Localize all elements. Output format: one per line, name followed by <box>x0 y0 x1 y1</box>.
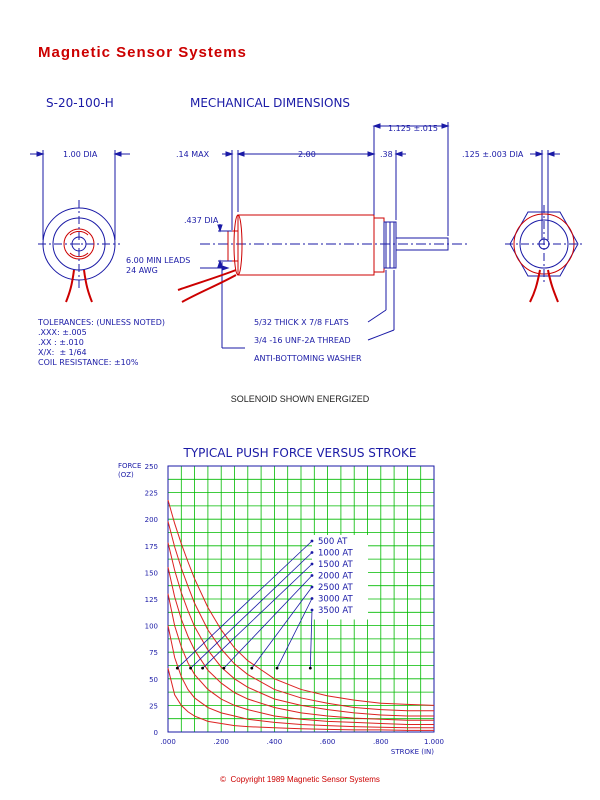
legend-leader <box>202 563 313 669</box>
dim-0437-dia: .437 DIA <box>184 216 219 225</box>
thread-spec: 3/4 -16 UNF-2A THREAD <box>254 336 351 345</box>
legend-label: 3000 AT <box>318 595 353 605</box>
dim-2-00: 2.00 <box>298 150 316 159</box>
series-marker <box>175 666 179 670</box>
legend-label: 3500 AT <box>318 606 353 616</box>
chart-title: TYPICAL PUSH FORCE VERSUS STROKE <box>183 446 417 460</box>
legend-label: 2500 AT <box>318 583 353 593</box>
part-number: S-20-100-H <box>46 96 114 110</box>
copyright-notice: © Copyright 1989 Magnetic Sensor Systems <box>220 775 380 784</box>
y-axis-label: FORCE <box>118 462 141 470</box>
legend-dot <box>310 539 314 543</box>
company-name: Magnetic Sensor Systems <box>38 44 247 61</box>
plot-frame <box>167 465 435 733</box>
series-marker <box>308 666 312 670</box>
legend-dot <box>310 562 314 566</box>
x-tick-label: 1.000 <box>424 738 444 746</box>
series-line-500-AT <box>167 668 434 731</box>
y-axis-unit: (OZ) <box>118 471 134 479</box>
y-tick-label: 75 <box>149 649 158 657</box>
series-line-1500-AT <box>167 593 434 726</box>
mechanical-drawing <box>30 122 585 349</box>
dim-1-125: 1.125 ±.015 <box>388 124 438 133</box>
dim-0125-dia: .125 ±.003 DIA <box>462 150 524 159</box>
legend-dot <box>310 574 314 577</box>
y-tick-label: 150 <box>145 569 158 577</box>
tolerances-block: TOLERANCES: (UNLESS NOTED) .XXX: ±.005 .… <box>38 318 166 367</box>
series-line-2000-AT <box>167 566 434 721</box>
y-tick-label: 0 <box>154 729 158 737</box>
legend-dot <box>310 608 314 612</box>
series-line-3500-AT <box>167 499 435 706</box>
legend-leader <box>309 609 313 669</box>
leads-gauge: 24 AWG <box>126 266 158 275</box>
legend-dot <box>310 585 314 589</box>
x-axis-label: STROKE (IN) <box>391 748 434 756</box>
series-marker <box>201 666 204 670</box>
legend-box <box>312 535 368 620</box>
dim-038: .38 <box>380 150 393 159</box>
legend-leader <box>190 552 313 669</box>
dim-1-00-dia: 1.00 DIA <box>63 150 98 159</box>
y-tick-label: 100 <box>145 623 158 631</box>
y-tick-label: 250 <box>145 463 158 471</box>
force-stroke-chart: 0 25 50 75 100 125 150 175 200 225 250 .000 .200 .400… <box>118 462 444 756</box>
y-tick-label: 200 <box>145 516 158 524</box>
y-tick-label: 225 <box>145 490 158 498</box>
x-tick-label: .600 <box>320 738 336 746</box>
x-tick-label: .800 <box>373 738 389 746</box>
leads-spec: 6.00 MIN LEADS <box>126 256 191 265</box>
legend-leader <box>223 575 313 669</box>
legend-leader <box>251 586 313 669</box>
series-marker <box>275 666 279 670</box>
flats-spec: 5/32 THICK X 7/8 FLATS <box>254 318 349 327</box>
x-tick-label: .000 <box>160 738 176 746</box>
legend-leader <box>276 598 313 669</box>
dim-014-max: .14 MAX <box>176 150 210 159</box>
legend-dot <box>310 597 314 600</box>
x-tick-label: .200 <box>213 738 229 746</box>
y-tick-label: 125 <box>145 596 158 604</box>
left-end-view <box>30 150 130 290</box>
series-line-3000-AT <box>167 521 434 712</box>
legend-dot <box>310 551 314 554</box>
y-tick-label: 50 <box>149 676 158 684</box>
series-marker <box>250 666 254 670</box>
series-marker <box>222 666 226 670</box>
legend-leader <box>177 540 313 669</box>
drawing-title: MECHANICAL DIMENSIONS <box>190 96 351 110</box>
series-line-1000-AT <box>167 625 434 729</box>
y-tick-label: 175 <box>145 543 158 551</box>
right-end-view <box>505 205 585 285</box>
legend-label: 1500 AT <box>318 560 353 570</box>
y-tick-label: 25 <box>149 702 158 710</box>
x-tick-label: .400 <box>267 738 283 746</box>
legend-label: 1000 AT <box>318 549 353 559</box>
legend-label: 2000 AT <box>318 572 353 582</box>
washer-label: ANTI-BOTTOMING WASHER <box>254 354 362 363</box>
series-line-2500-AT <box>167 542 434 717</box>
side-view <box>200 122 560 349</box>
series-marker <box>189 666 193 670</box>
legend-label: 500 AT <box>318 537 348 547</box>
drawing-caption: SOLENOID SHOWN ENERGIZED <box>230 394 370 404</box>
